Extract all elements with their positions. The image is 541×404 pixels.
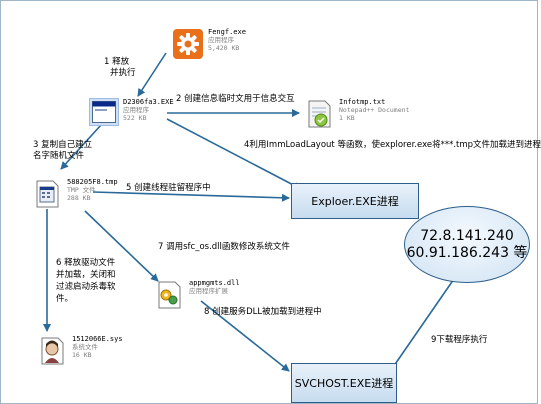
file-size: 288 KB [67,194,91,202]
arrow-step-3 [60,124,102,170]
gear-icon [172,28,204,60]
sys-file-icon [36,335,68,367]
file-d2306fa3-exe[interactable]: D2306fa3.EXE 应用程序 522 KB [89,98,174,126]
ip-address-1: 72.8.141.240 [420,227,514,244]
svchost-process-box: SVCHOST.EXE进程 [291,363,397,403]
file-name: D2306fa3.EXE [123,98,174,106]
file-name: Fengf.exe [208,28,246,36]
step-2-label: 2 创建信息临时文用于信息交互 [176,94,295,104]
notepad-icon [303,98,335,130]
svchost-process-label: SVCHOST.EXE进程 [294,377,394,390]
step-3-label: 3 复制自己建立名字随机文件 [33,140,93,161]
file-appmgmts-dll[interactable]: appmgmts.dll 应用程序扩展 [153,279,240,311]
ip-address-node: 72.8.141.240 60.91.186.243 等 [404,206,530,283]
file-name: 1512066E.sys [72,335,123,343]
file-name: Infotmp.txt [339,98,386,106]
step-4-label: 4利用ImmLoadLayout 等函数，使explorer.exe将***.t… [244,140,541,150]
file-type: 应用程序 [208,36,234,44]
arrow-step-9 [388,275,457,374]
file-size: 5,420 KB [208,44,240,52]
step-6-label: 6 释放驱动文件并加载，关闭和过滤启动杀毒软件。 [56,258,116,304]
file-infotmp-txt[interactable]: Infotmp.txt Notepad++ Document 1 KB [303,98,409,130]
file-size: 1 KB [339,114,355,122]
file-fengf-exe[interactable]: Fengf.exe 应用程序 5,420 KB [172,28,246,60]
file-type: 应用程序 [123,106,149,114]
arrow-step-1 [137,52,167,97]
file-type: Notepad++ Document [339,106,410,114]
file-1512066e-sys[interactable]: 1512066E.sys 系统文件 16 KB [36,335,123,367]
step-9-label: 9下载程序执行 [431,335,488,345]
file-size: 522 KB [123,114,147,122]
step-8-label: 8 创建服务DLL被加载到进程中 [204,307,322,317]
dll-file-icon [153,279,185,311]
arrow-step-5 [92,191,290,202]
arrow-step-4 [166,118,302,190]
file-type: 应用程序扩展 [189,287,228,295]
step-7-label: 7 调用sfc_os.dll函数修改系统文件 [158,242,290,252]
file-type: TMP 文件 [67,186,96,194]
file-name: appmgmts.dll [189,279,240,287]
file-type: 系统文件 [72,343,98,351]
arrow-step-7 [84,210,159,282]
step-5-label: 5 创建线程驻留程序中 [126,183,211,193]
application-window-icon [89,98,119,126]
file-name: 588205F8.tmp [67,178,118,186]
explorer-process-box: Exploer.EXE进程 [291,183,419,219]
ip-address-2: 60.91.186.243 等 [406,244,528,261]
file-size: 16 KB [72,351,92,359]
explorer-process-label: Exploer.EXE进程 [311,195,399,208]
step-1-label: 1 释放并执行 [104,57,136,78]
file-588205f8-tmp[interactable]: 588205F8.tmp TMP 文件 288 KB [31,178,118,210]
arrow-step-8 [200,300,290,372]
tmp-file-icon [31,178,63,210]
